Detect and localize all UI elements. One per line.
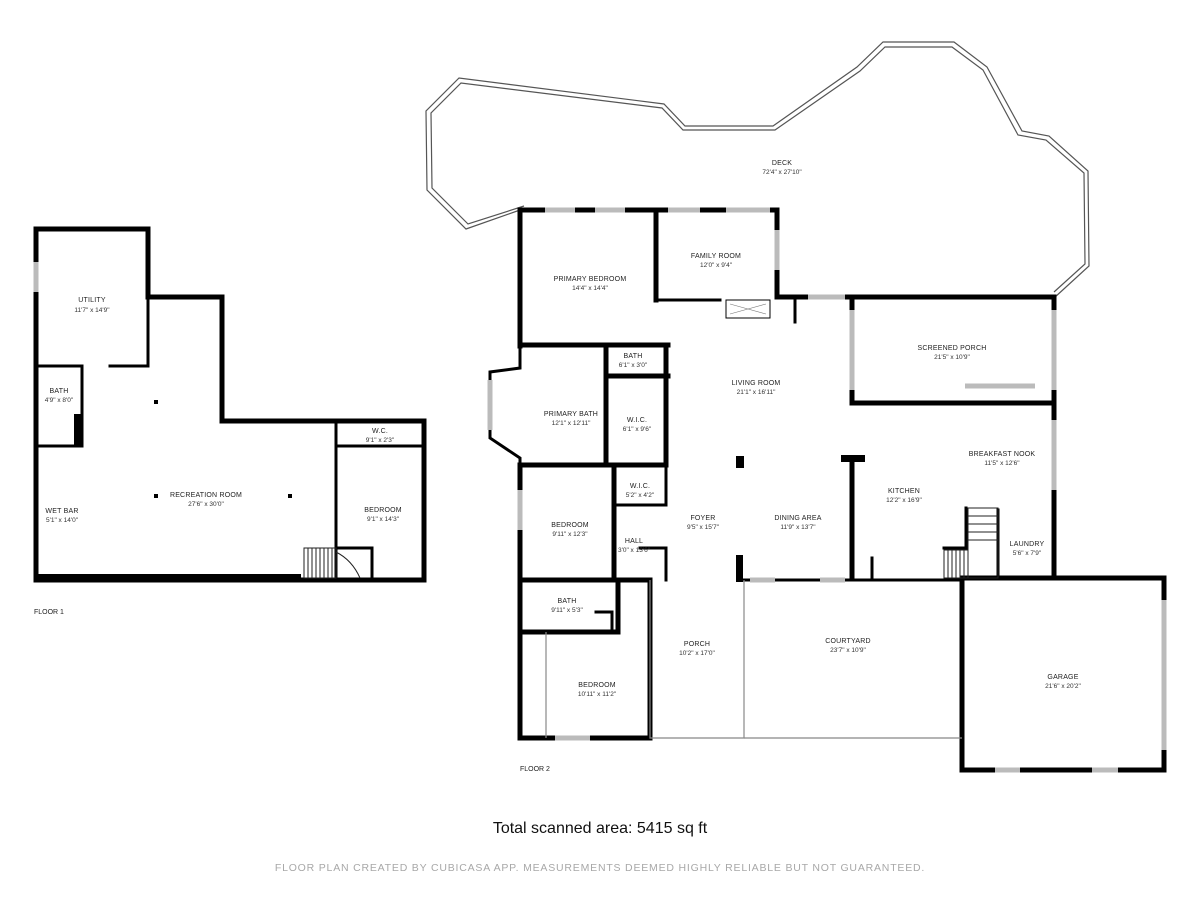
room-dims: 11'7" x 14'9" xyxy=(74,307,110,314)
room-label: W.I.C. xyxy=(630,483,650,490)
room-dims: 6'1" x 9'6" xyxy=(623,426,652,433)
room-label: PRIMARY BEDROOM xyxy=(554,276,627,283)
floor-2-plan xyxy=(425,41,1167,773)
room-label: WET BAR xyxy=(45,508,78,515)
foyer-wall xyxy=(736,555,743,582)
kitchen-island xyxy=(841,455,865,462)
room-dims: 10'11" x 11'2" xyxy=(578,691,617,698)
wc-wall xyxy=(334,419,426,582)
room-dims: 11'5" x 12'6" xyxy=(984,460,1020,467)
wic-2-wall xyxy=(612,463,668,507)
room-dims: 5'1" x 14'0" xyxy=(46,517,79,524)
room-label: FAMILY ROOM xyxy=(691,253,741,260)
room-label: UTILITY xyxy=(78,297,106,304)
room-dims: 5'6" x 7'9" xyxy=(1013,550,1042,557)
floor-1-outer-walls xyxy=(33,226,427,583)
room-label: W.C. xyxy=(372,428,388,435)
utility-wall xyxy=(34,295,150,368)
room-dims: 9'11" x 12'3" xyxy=(552,531,588,538)
room-label: LIVING ROOM xyxy=(732,380,781,387)
room-dims: 5'2" x 4'2" xyxy=(626,492,655,499)
room-dims: 6'1" x 3'0" xyxy=(619,362,648,369)
room-label: PORCH xyxy=(684,641,710,648)
wic-wall xyxy=(517,342,669,468)
room-dims: 27'6" x 30'0" xyxy=(188,501,224,508)
room-label: HALL xyxy=(625,538,643,545)
column xyxy=(154,494,158,498)
room-dims: 11'9" x 13'7" xyxy=(780,524,816,531)
room-dims: 10'2" x 17'0" xyxy=(679,650,715,657)
floor-1-plan xyxy=(33,226,427,583)
column xyxy=(736,456,744,468)
room-dims: 9'11" x 5'3" xyxy=(551,607,583,614)
room-dims: 21'6" x 20'2" xyxy=(1045,683,1081,690)
room-label: LAUNDRY xyxy=(1010,541,1045,548)
room-label: DINING AREA xyxy=(774,515,821,522)
room-dims: 12'1" x 12'11" xyxy=(552,420,591,427)
room-dims: 12'2" x 16'9" xyxy=(886,497,922,504)
floor-2-label: FLOOR 2 xyxy=(520,766,550,773)
room-dims: 21'1" x 16'11" xyxy=(737,389,776,396)
floor-1-labels: UTILITY 11'7" x 14'9" BATH 4'9" x 8'0" W… xyxy=(34,297,402,616)
room-dims: 14'4" x 14'4" xyxy=(572,285,608,292)
room-label: RECREATION ROOM xyxy=(170,492,242,499)
deck-outline-inner xyxy=(430,46,1086,293)
room-dims: 72'4" x 27'10" xyxy=(762,169,802,176)
room-dims: 12'0" x 9'4" xyxy=(700,262,733,269)
primary-bath-bay xyxy=(488,344,522,468)
bath-partition xyxy=(603,342,671,468)
room-label: BATH xyxy=(624,353,643,360)
total-area: Total scanned area: 5415 sq ft xyxy=(492,820,708,837)
room-label: BEDROOM xyxy=(364,507,402,514)
room-dims: 4'9" x 8'0" xyxy=(45,397,74,404)
bath-3-fixture xyxy=(594,610,614,632)
bedroom-1-wall xyxy=(334,546,374,582)
floor-2-stairs xyxy=(943,507,999,579)
room-label: W.I.C. xyxy=(627,417,647,424)
hall-wall xyxy=(638,546,668,582)
room-dims: 9'1" x 14'3" xyxy=(367,516,400,523)
room-label: PRIMARY BATH xyxy=(544,411,598,418)
room-label: FOYER xyxy=(690,515,715,522)
fireplace-hatch xyxy=(729,303,767,315)
column xyxy=(288,494,292,498)
room-label: BATH xyxy=(50,388,69,395)
kitchen-south-wall xyxy=(736,556,964,582)
room-dims: 23'7" x 10'9" xyxy=(830,647,866,654)
room-label: BATH xyxy=(558,598,577,605)
column xyxy=(154,400,158,404)
bath-fixture xyxy=(74,414,82,446)
room-dims: 9'1" x 2'3" xyxy=(366,437,395,444)
deck-outline xyxy=(425,41,1090,299)
room-dims: 9'5" x 15'7" xyxy=(687,524,720,531)
room-label: DECK xyxy=(772,160,792,167)
disclaimer: FLOOR PLAN CREATED BY CUBICASA APP. MEAS… xyxy=(274,862,926,874)
room-dims: 3'0" x 13'6" xyxy=(618,547,651,554)
room-label: GARAGE xyxy=(1047,674,1078,681)
floor-1-stairs xyxy=(303,547,361,579)
room-label: BEDROOM xyxy=(578,682,616,689)
fireplace xyxy=(725,299,771,319)
bath-3-wall xyxy=(517,577,653,635)
room-label: BEDROOM xyxy=(551,522,589,529)
room-dims: 21'5" x 10'9" xyxy=(934,354,970,361)
stair-wall xyxy=(942,506,968,550)
room-label: KITCHEN xyxy=(888,488,920,495)
floor-2-labels: DECK 72'4" x 27'10" PRIMARY BEDROOM 14'4… xyxy=(520,160,1082,773)
porch-outline xyxy=(649,580,745,739)
room-label: SCREENED PORCH xyxy=(918,345,987,352)
floor-1-label: FLOOR 1 xyxy=(34,609,64,616)
room-label: COURTYARD xyxy=(825,638,871,645)
room-label: BREAKFAST NOOK xyxy=(969,451,1036,458)
floor-1-south-wall xyxy=(36,574,301,582)
